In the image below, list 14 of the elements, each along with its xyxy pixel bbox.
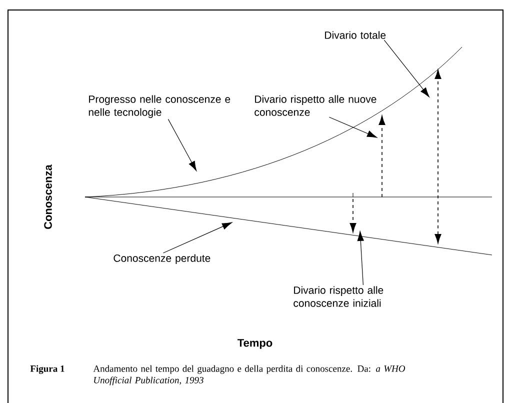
axis-title: Conoscenza xyxy=(44,164,52,229)
annotation-text: Progresso nelle conoscenze e nelle tecnologie xyxy=(88,95,230,118)
leader-arrow xyxy=(328,116,377,138)
caption: Andamento nel tempo del guadagno e della perdita di conoscenze. Da: a WHO Unofficial Publication, 1993 xyxy=(93,365,406,386)
annotation-text: Conoscenze perdute xyxy=(114,254,210,264)
annotation-text: Divario rispetto alle conoscenze iniziali xyxy=(294,286,384,307)
annotation-text: Divario totale xyxy=(325,31,386,39)
leader-arrow xyxy=(357,231,364,286)
leader-arrow xyxy=(384,40,430,98)
figure-number: Figura 1 xyxy=(30,365,64,374)
axis-title: Tempo xyxy=(238,339,272,349)
annotation-text: Divario rispetto alle nuove conoscenze xyxy=(254,95,376,116)
leader-arrow xyxy=(168,118,197,172)
leader-arrow xyxy=(162,222,232,254)
